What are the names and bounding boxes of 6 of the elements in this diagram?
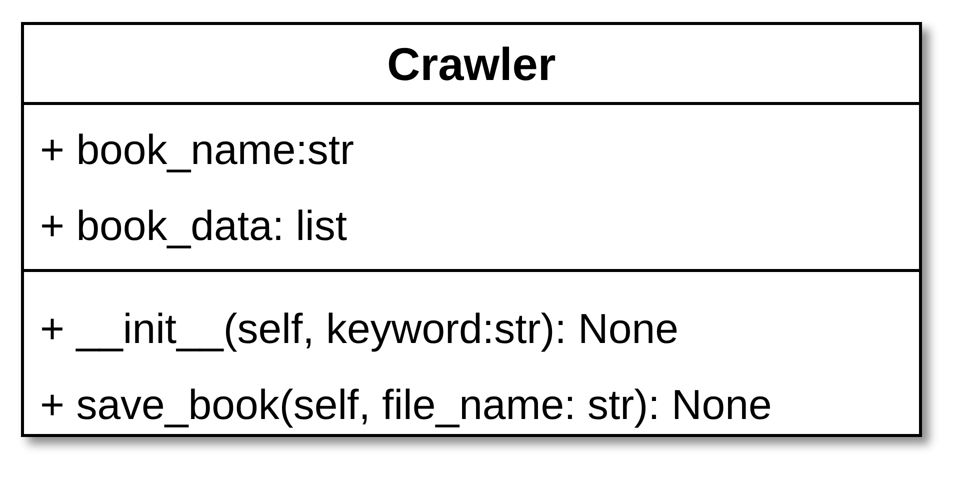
attribute-text: + book_name:str [40,126,354,174]
class-box [21,22,922,437]
method-text: + __init__(self, keyword:str): None [40,305,678,354]
attribute-text: + book_data: list [40,202,348,250]
class-name: Crawler [387,38,556,90]
method-text: + save_book(self, file_name: str): None [40,381,772,430]
